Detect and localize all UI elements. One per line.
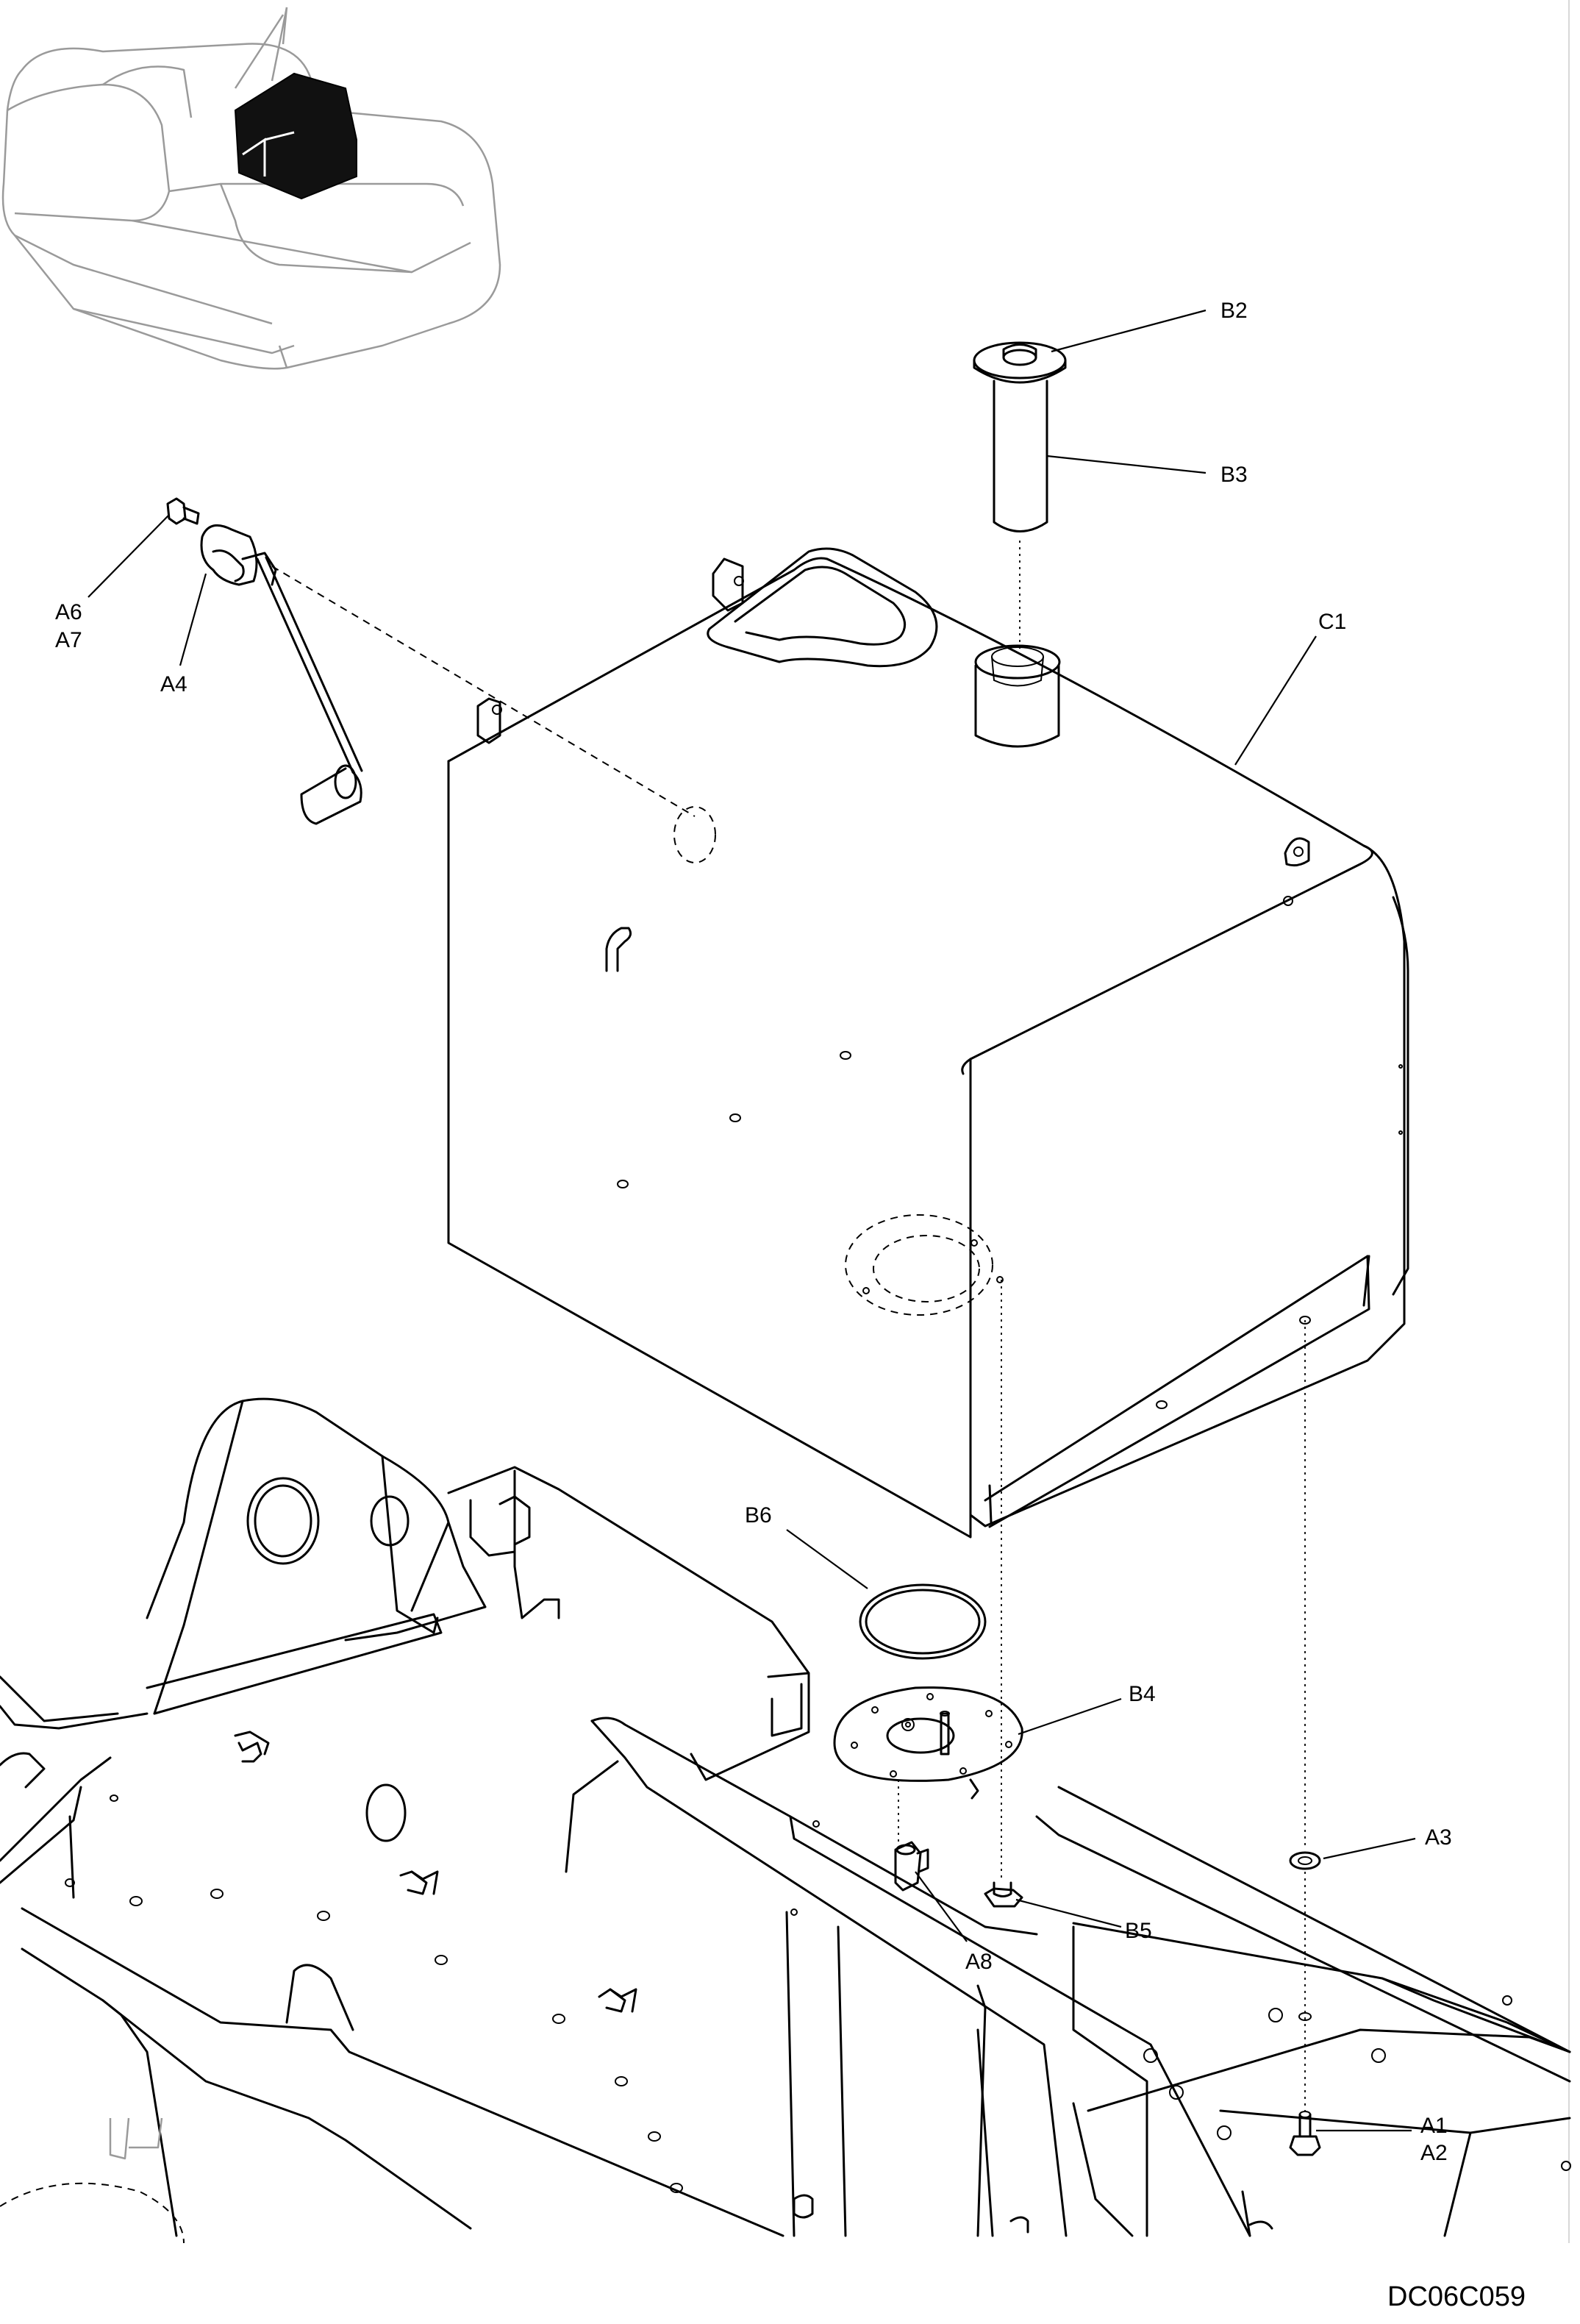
fuel-tank-c1 xyxy=(271,547,1409,1539)
callout-b2: B2 xyxy=(1220,299,1248,323)
washer-a3 xyxy=(1289,1320,1321,2114)
flange-plate-b4 xyxy=(833,1686,1023,1846)
callout-b3: B3 xyxy=(1220,463,1248,487)
callout-a8: A8 xyxy=(965,1950,993,1974)
callout-a7: A7 xyxy=(55,628,82,652)
callout-b5: B5 xyxy=(1125,1919,1152,1943)
callout-a6: A6 xyxy=(55,600,82,624)
callout-b6: B6 xyxy=(745,1503,772,1528)
upper-frame xyxy=(0,1397,1571,2244)
bolt-a6-a7 xyxy=(166,497,200,525)
fuel-sender-a4 xyxy=(200,524,363,825)
bolt-b5 xyxy=(984,1280,1023,1908)
callout-a3: A3 xyxy=(1425,1825,1452,1850)
locator-tank-highlight xyxy=(234,72,357,200)
sensor-a8 xyxy=(894,1841,929,1892)
callout-a1: A1 xyxy=(1420,2114,1448,2138)
fuel-cap-b2 xyxy=(973,341,1067,384)
callout-b4: B4 xyxy=(1129,1682,1156,1706)
fuel-filter-b3 xyxy=(993,379,1048,655)
callout-leaders xyxy=(87,309,1416,2132)
callout-a2: A2 xyxy=(1420,2141,1448,2165)
drawing-code: DC06C059 xyxy=(1387,2281,1526,2312)
locator-inset xyxy=(1,7,501,370)
callout-a4: A4 xyxy=(160,672,187,696)
gasket-b6 xyxy=(859,1583,987,1660)
callout-c1: C1 xyxy=(1318,610,1346,634)
